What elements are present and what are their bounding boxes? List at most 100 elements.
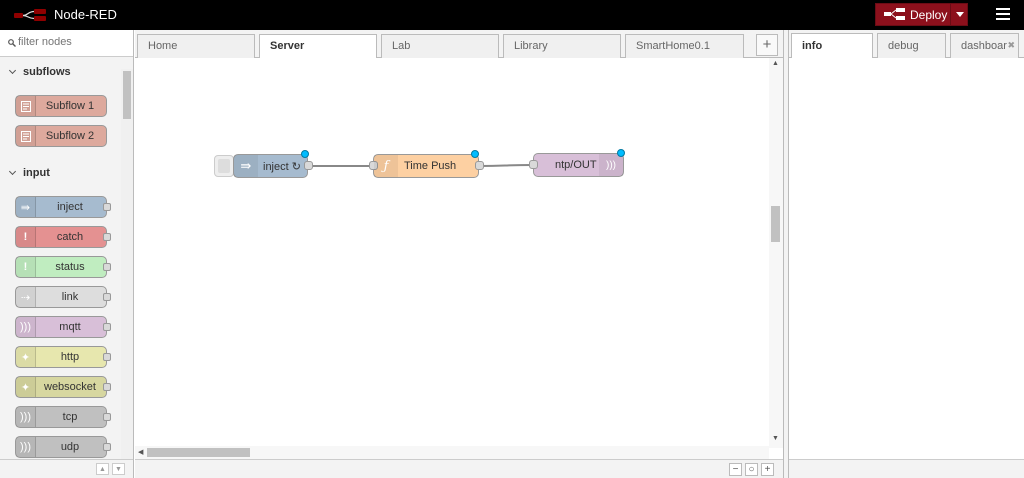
tab-label: Library <box>514 40 548 52</box>
close-icon[interactable]: ✖ <box>1007 40 1015 51</box>
output-port[interactable] <box>103 323 111 331</box>
collapse-all-button[interactable]: ▲ <box>96 463 109 475</box>
workspace-tabs: Home Server Lab Library SmartHome0.1 + <box>135 30 783 59</box>
add-tab-button[interactable]: + <box>756 34 778 56</box>
output-port[interactable] <box>103 293 111 301</box>
changed-indicator-icon <box>301 150 309 158</box>
expand-all-button[interactable]: ▼ <box>112 463 125 475</box>
category-header-input[interactable]: input <box>0 159 121 186</box>
palette-node-subflow-1[interactable]: Subflow 1 <box>15 95 107 117</box>
flow-node-label: ntp/OUT <box>555 159 597 171</box>
category-label: subflows <box>23 65 71 78</box>
arrow-in-icon: ⇛ <box>234 155 258 177</box>
scroll-up-arrow-icon[interactable]: ▲ <box>772 60 779 67</box>
output-port[interactable] <box>103 353 111 361</box>
palette-node-inject[interactable]: ⇛ inject <box>15 196 111 218</box>
palette-footer: ▲ ▼ <box>0 459 133 478</box>
tab-library[interactable]: Library <box>503 34 621 58</box>
deploy-icon <box>884 8 905 20</box>
input-port[interactable] <box>369 161 378 170</box>
palette-node-http[interactable]: ✦ http <box>15 346 111 368</box>
flow-node-ntp-out[interactable]: ntp/OUT ))) <box>529 149 625 177</box>
deploy-dropdown-caret-icon[interactable] <box>956 12 964 17</box>
bridge-icon: ))) <box>16 317 36 337</box>
zoom-in-button[interactable]: + <box>761 463 774 476</box>
sidebar-resize-handle[interactable] <box>783 30 789 478</box>
palette-node-link[interactable]: ⇢ link <box>15 286 111 308</box>
canvas-horizontal-scrollbar-thumb[interactable] <box>147 448 250 457</box>
changed-indicator-icon <box>617 149 625 157</box>
sidebar-tab-debug[interactable]: debug <box>877 33 946 58</box>
palette-node-label: websocket <box>44 381 96 393</box>
sidebar-tab-dashboard[interactable]: dashboard ✖ <box>950 33 1019 58</box>
deploy-button[interactable]: Deploy <box>875 3 968 26</box>
app-logo: Node-RED <box>14 7 117 22</box>
palette-node-tcp[interactable]: ))) tcp <box>15 406 111 428</box>
link-icon: ⇢ <box>16 287 36 307</box>
canvas-vertical-scrollbar-thumb[interactable] <box>771 206 780 242</box>
category-header-subflows[interactable]: subflows <box>0 58 121 85</box>
output-port[interactable] <box>103 443 111 451</box>
canvas-vertical-scrollbar[interactable]: ▲ ▼ <box>769 58 783 448</box>
chevron-down-icon <box>8 66 17 74</box>
tab-smarthome[interactable]: SmartHome0.1 <box>625 34 744 58</box>
filter-nodes-input[interactable] <box>18 36 126 48</box>
tab-home[interactable]: Home <box>137 34 255 58</box>
sidebar-tab-info[interactable]: info <box>791 33 873 58</box>
inject-trigger-button[interactable] <box>214 155 234 177</box>
palette-node-label: inject <box>57 201 83 213</box>
hamburger-menu-icon[interactable] <box>996 8 1010 21</box>
zoom-out-button[interactable]: − <box>729 463 742 476</box>
palette-node-label: catch <box>56 231 84 243</box>
scroll-left-arrow-icon[interactable]: ◀ <box>138 449 144 456</box>
palette-node-subflow-2[interactable]: Subflow 2 <box>15 125 107 147</box>
palette-node-websocket[interactable]: ✦ websocket <box>15 376 111 398</box>
palette-node-label: Subflow 1 <box>45 100 95 112</box>
palette-node-label: http <box>60 351 80 363</box>
palette-node-catch[interactable]: ! catch <box>15 226 111 248</box>
output-port[interactable] <box>103 203 111 211</box>
palette-scrollbar[interactable] <box>121 69 133 459</box>
tab-label: dashboard <box>961 40 1013 52</box>
input-port[interactable] <box>529 160 538 169</box>
palette-node-udp[interactable]: ))) udp <box>15 436 111 458</box>
palette-node-status[interactable]: ! status <box>15 256 111 278</box>
sidebar-footer <box>789 459 1024 478</box>
palette-filter <box>0 30 133 57</box>
tab-label: Lab <box>392 40 411 52</box>
tab-lab[interactable]: Lab <box>381 34 499 58</box>
deploy-label: Deploy <box>910 7 948 22</box>
palette-scrollbar-thumb[interactable] <box>123 71 131 119</box>
zoom-reset-button[interactable]: ○ <box>745 463 758 476</box>
palette-node-mqtt[interactable]: ))) mqtt <box>15 316 111 338</box>
wire-layer <box>308 164 533 167</box>
subflow-icon <box>16 96 36 116</box>
canvas-horizontal-scrollbar[interactable]: ◀ <box>135 446 769 459</box>
flow-canvas[interactable]: ⇛ inject ↻ ƒ Time Push ntp/OUT ))) <box>135 58 783 458</box>
bridge-icon: ))) <box>16 437 36 457</box>
tab-label: Home <box>148 40 178 52</box>
output-port[interactable] <box>103 263 111 271</box>
output-port[interactable] <box>103 233 111 241</box>
tab-label: Server <box>270 40 305 52</box>
flow-node-inject[interactable]: ⇛ inject ↻ <box>233 150 313 178</box>
sidebar: info debug dashboard ✖ <box>789 30 1024 478</box>
tab-label: SmartHome0.1 <box>636 40 710 52</box>
palette-node-label: tcp <box>62 411 78 423</box>
bridge-icon: ))) <box>599 154 623 176</box>
output-port[interactable] <box>304 161 313 170</box>
output-port[interactable] <box>103 383 111 391</box>
flow-node-label: inject ↻ <box>263 160 301 173</box>
sidebar-tabs: info debug dashboard ✖ <box>789 30 1024 58</box>
tab-label: info <box>802 40 823 52</box>
output-port[interactable] <box>103 413 111 421</box>
palette-node-label: mqtt <box>59 321 81 333</box>
scroll-down-arrow-icon[interactable]: ▼ <box>772 435 779 442</box>
tab-server[interactable]: Server <box>259 34 377 59</box>
arrow-in-icon: ⇛ <box>16 197 36 217</box>
output-port[interactable] <box>475 161 484 170</box>
node-palette: subflows Subflow 1 Subflow 2 input ⇛ inj… <box>0 30 134 478</box>
flow-node-time-push[interactable]: ƒ Time Push <box>369 150 484 178</box>
bridge-icon: ))) <box>16 407 36 427</box>
function-icon: ƒ <box>374 155 398 177</box>
